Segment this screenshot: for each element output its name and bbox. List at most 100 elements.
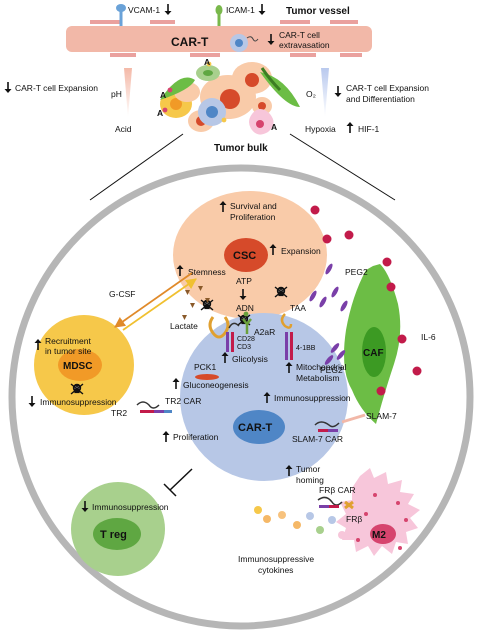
adenosine-mark-4: A [271,122,277,132]
tr2-car-label: TR2 CAR [165,396,201,406]
expansion-right-line1: CAR-T cell Expansion [346,83,429,93]
m2-granules [356,493,408,550]
hif-label: HIF-1 [358,124,380,134]
recruitment-line2: in tumor site [45,346,92,356]
expansion-label: Expansion [281,246,321,256]
m2-nucleus [370,524,396,544]
adenosine-mark-1: A [160,90,166,100]
peg2-label-top: PEG2 [345,267,368,277]
adenosine-mark-3: A [157,108,163,118]
m2-label: M2 [372,530,386,541]
slam7-ligand-icon [341,413,366,424]
icam-down-arrow-icon [257,3,267,16]
expansion-left-down-arrow-icon [3,81,13,94]
cart-cell [180,313,348,481]
mdsc-nucleus [58,349,102,381]
mito-line2: Metabolism [296,373,339,383]
treg-label: T reg [100,529,127,541]
m2-cell [336,468,420,556]
vessel-body [66,26,372,52]
glicolysis-label: Glicolysis [232,354,268,364]
extravasation-line1: CAR-T cell [279,30,320,40]
tumor-bulk-title: Tumor bulk [214,143,268,154]
hypoxia-gradient-wedge [321,68,329,118]
gcsf-label: G-CSF [109,289,135,299]
slam7-car-label: SLAM-7 CAR [292,434,343,444]
caf-nucleus [362,327,386,377]
frb-label: FRβ [346,514,362,524]
cd3-label: CD3 [237,344,251,351]
csc-label: CSC [233,250,256,262]
icam-label: ICAM-1 [226,5,255,15]
pck1-label: PCK1 [194,362,216,372]
tcr-cd28-receptor-icon [226,322,240,352]
vessel-cart-label: CAR-T [171,35,209,49]
taa-label: TAA [290,303,306,313]
treg-inhibition-bar [163,483,177,497]
lactate-label: Lactate [170,321,198,331]
caf-label: CAF [363,348,384,359]
cart-nucleus [233,410,285,444]
tumor-cell-cluster [160,61,300,135]
mdsc-arrow-to-csc [122,278,197,331]
a2ar-receptor-icon [242,318,252,334]
acid-label: Acid [115,124,132,134]
survival-line1: Survival and [230,201,277,211]
4-1bb-label: 4-1BB [296,345,316,352]
immunosup-mdsc-label: Immunosuppression [40,397,117,407]
tumor-vessel [66,20,372,57]
zoom-line-left [89,133,184,201]
stemness-label: Stemness [188,267,226,277]
adenosine-mark-2: A [204,57,210,67]
peg2-label-mid: PEG2 [320,365,343,375]
atp-label: ATP [236,276,252,286]
mdsc-label: MDSC [63,361,92,372]
tr2-label: TR2 [111,408,127,418]
peg2-molecules-mid [324,343,346,365]
csc-nucleus [224,238,268,272]
immunosup-treg-label: Immunosuppression [92,502,169,512]
cytokines-line1: Immunosuppressive [238,554,314,564]
extravasation-line2: extravasation [279,40,330,50]
tr2-car-receptor-icon [136,401,172,413]
peg2-molecules-top [309,263,348,312]
treg-inhibition-line [169,468,193,491]
vcam-down-arrow-icon [163,3,173,16]
vcam-label: VCAM-1 [128,5,160,15]
treg-nucleus [93,518,141,550]
expansion-right-line2: and Differentiation [346,94,415,104]
endothelial-cells [90,20,362,57]
pck1-enzyme-icon [195,374,219,380]
immunosuppressive-cytokines [254,506,346,539]
immunosup-cart-label: Immunosuppression [274,393,351,403]
proliferation-label: Proliferation [173,432,219,442]
gcsf-arrow-to-mdsc [114,272,193,328]
tumor-vessel-title: Tumor vessel [286,6,350,17]
recruitment-line1: Recruitment [45,336,91,346]
frb-car-receptor-icon [317,496,343,508]
cart-label: CAR-T [238,422,272,434]
frb-receptor-icon [344,500,354,510]
a2ar-label: A2aR [254,327,275,337]
survival-line2: Proliferation [230,212,276,222]
hif-up-arrow-icon [345,121,355,134]
ph-label: pH [111,89,122,99]
vcam-receptor-icon [116,4,126,26]
adenosine-dot [243,311,249,317]
hypoxia-label: Hypoxia [305,124,336,134]
o2-label: O₂ [306,89,316,99]
acid-gradient-wedge [124,68,132,118]
vessel-cart-cell-icon [230,34,259,52]
cd28-label: CD28 [237,336,255,343]
il6-label: IL-6 [421,332,436,342]
tumor-homing-line1: Tumor [296,464,320,474]
lactate-molecules [182,286,210,320]
gluconeo-label: Gluconeogenesis [183,380,249,390]
mito-line1: Mitochondrial [296,362,347,372]
icam-receptor-icon [215,5,223,26]
frb-car-label: FRβ CAR [319,485,356,495]
4-1bb-receptor-icon [280,313,293,360]
il6-molecules [310,205,422,396]
slam7-label: SLAM-7 [366,411,397,421]
